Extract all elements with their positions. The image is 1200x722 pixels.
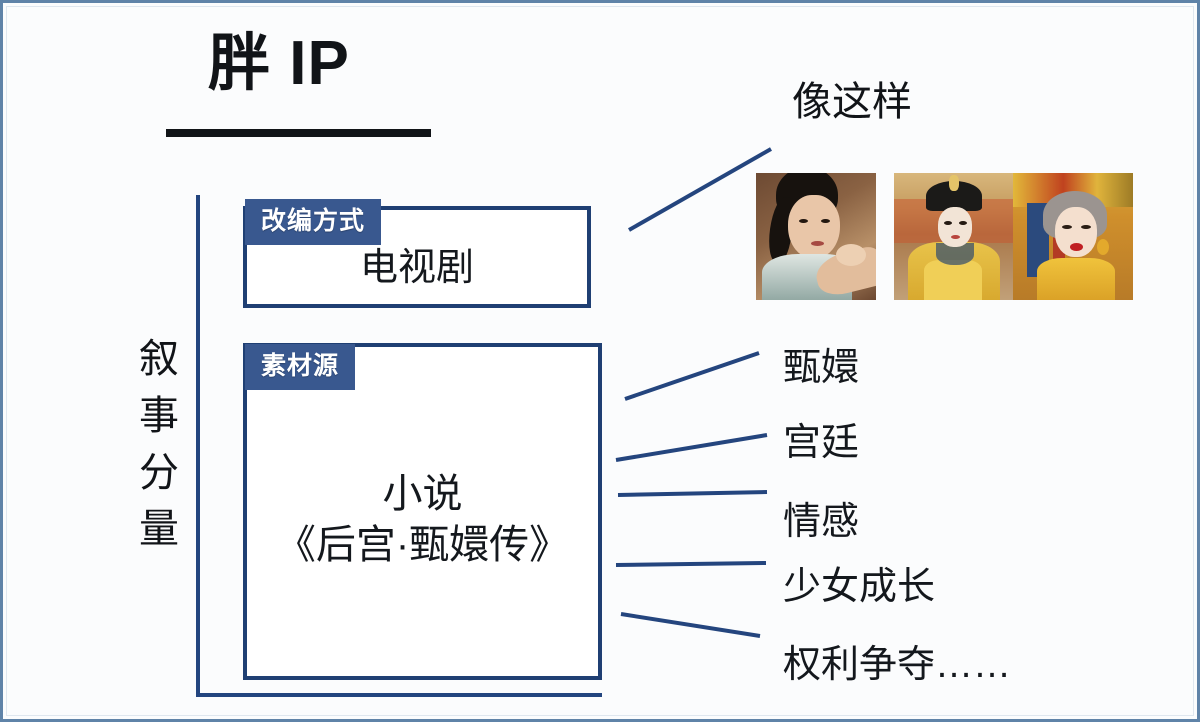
lips-shape [1070,243,1083,251]
title-underline [166,129,431,137]
mouth-shape [951,235,960,239]
eye-left-shape [1062,225,1072,229]
photo-scene [894,173,1014,300]
keyword-item: 甄嬛 [783,347,860,389]
narrative-bracket [196,195,602,697]
connector-keyword-3 [615,561,767,567]
keyword-item: 宫廷 [783,422,860,464]
robe-shape [1037,258,1115,300]
vertical-axis-label: 叙 事 分 量 [139,337,179,552]
photo-scene [1013,173,1133,300]
eye-left-shape [799,219,808,223]
eye-right-shape [959,221,967,225]
tv-still-empress-photo [894,173,1014,300]
source-box-body: 小说 《后宫·甄嬛传》 [275,472,570,568]
connector-keyword-4 [620,612,761,638]
hand-shape [836,244,866,266]
eye-right-shape [1081,225,1091,229]
earring-shape [1097,239,1109,255]
example-heading: 像这样 [792,80,912,124]
keyword-item: 情感 [783,501,860,543]
eye-right-shape [821,219,830,223]
connector-keyword-1 [615,433,768,462]
robe-front-shape [924,260,982,300]
page-title: 胖 IP [208,29,350,98]
connector-to-photos [628,147,772,232]
tv-still-maid-photo [756,173,876,300]
source-box: 小说 《后宫·甄嬛传》 [243,343,602,680]
connector-keyword-0 [624,351,760,401]
crown-ornament-shape [949,175,959,191]
connector-keyword-2 [617,490,768,497]
source-tag: 素材源 [245,344,356,390]
keyword-item: 权利争夺…… [783,644,1012,686]
face-shape [938,207,972,247]
tv-still-consort-photo [1013,173,1133,300]
face-shape [788,195,840,259]
keyword-item: 少女成长 [783,566,936,608]
photo-scene [756,173,876,300]
adaptation-tag: 改编方式 [245,199,382,245]
eye-left-shape [944,221,952,225]
adaptation-box-body: 电视剧 [359,247,474,289]
collar-shape [936,243,974,265]
mouth-shape [811,241,824,246]
